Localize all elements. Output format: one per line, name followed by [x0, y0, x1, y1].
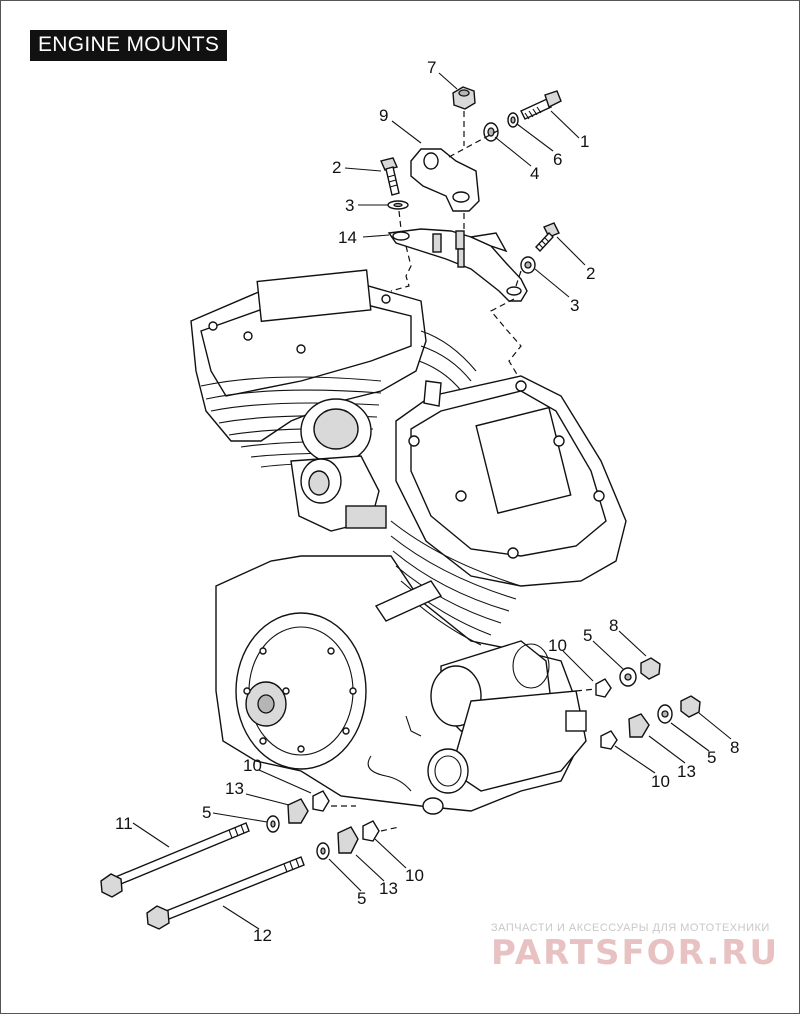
callout-1: 1 [580, 132, 589, 151]
watermark-subtitle: ЗАПЧАСТИ И АКСЕССУАРЫ ДЛЯ МОТОТЕХНИКИ [491, 922, 770, 934]
callout-14: 14 [338, 228, 357, 247]
callout-13-right: 13 [677, 762, 696, 781]
callout-10-right-upper: 10 [548, 636, 567, 655]
bolt-2-upper [380, 157, 400, 196]
callout-5-lower-mid: 5 [357, 889, 366, 908]
bracket-9 [410, 148, 480, 212]
nut-7 [452, 86, 476, 110]
callout-5-right-lower: 5 [707, 748, 716, 767]
nut-8-right-upper [640, 657, 661, 680]
callout-5-lower-left: 5 [202, 803, 211, 822]
nut-10-lower-mid [362, 820, 380, 842]
bushing-13-lower-mid [337, 826, 359, 854]
bolt-2-right [535, 222, 560, 253]
bolt-12 [146, 856, 305, 930]
bracket-14 [387, 228, 528, 302]
callout-3-upper: 3 [345, 196, 354, 215]
callout-2-right: 2 [586, 264, 595, 283]
callout-8-right-upper: 8 [609, 616, 618, 635]
page-title: ENGINE MOUNTS [30, 30, 228, 61]
callout-12: 12 [253, 926, 272, 945]
callout-2-upper: 2 [332, 158, 341, 177]
callout-10-lower-left: 10 [243, 756, 262, 775]
callout-9: 9 [379, 106, 388, 125]
bushing-13-lower-left [287, 798, 309, 824]
engine-assembly [190, 269, 627, 815]
callout-13-lower-left: 13 [225, 779, 244, 798]
callout-6: 6 [553, 150, 562, 169]
nut-10-right-lower [600, 730, 618, 750]
bushing-13-right [628, 713, 650, 738]
watermark-logo: PARTSFOR.RU [491, 933, 780, 973]
bolt-11 [100, 822, 250, 898]
callout-3-right: 3 [570, 296, 579, 315]
callout-8-right-lower: 8 [730, 738, 739, 757]
nut-8-right-lower [680, 695, 701, 718]
callout-10-right-lower: 10 [651, 772, 670, 791]
nut-10-lower-left [312, 790, 330, 812]
nut-10-right-upper [595, 678, 612, 698]
callout-4: 4 [530, 164, 539, 183]
callout-11: 11 [115, 814, 133, 833]
callout-5-right-upper: 5 [583, 626, 592, 645]
bolt-1 [520, 90, 562, 120]
callout-7: 7 [427, 58, 436, 77]
callout-10-lower-mid: 10 [405, 866, 424, 885]
callout-13-lower-mid: 13 [379, 879, 398, 898]
